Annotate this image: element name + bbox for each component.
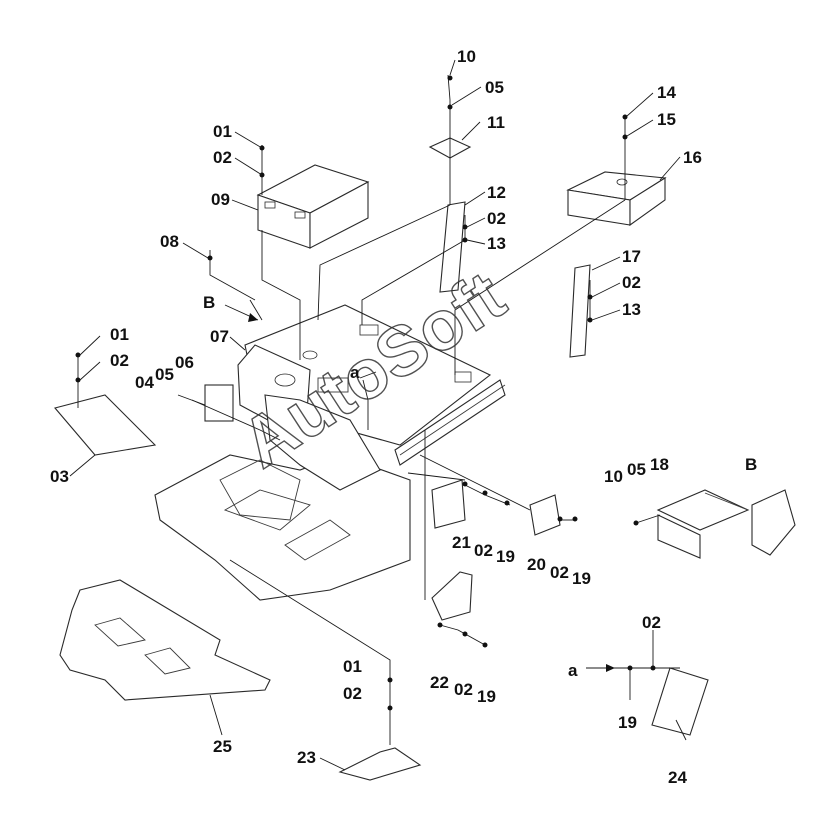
plate-03 [54,394,157,456]
callout-c46: 23 [297,748,316,767]
post-17 [569,264,591,358]
callout-c32: 19 [496,547,515,566]
callout-c27: 10 [604,467,623,486]
callout-c5: 15 [657,110,676,129]
panel-21 [431,479,466,529]
callout-c30: 21 [452,533,471,552]
callout-c25: 03 [50,467,69,486]
plate-25-cutout [94,617,146,647]
callout-c20: 02 [110,351,129,370]
panel-24 [651,667,709,736]
callout-c11: 02 [487,209,506,228]
label-hooks [69,59,687,771]
callout-c45: 25 [213,737,232,756]
floor-cutout [223,489,311,531]
callout-c37: a [568,661,578,680]
plate-25-cutout-2 [144,647,191,675]
deck-mount-pad-2 [454,371,472,383]
tank-16 [566,171,667,227]
callout-c4: 14 [657,83,676,102]
callout-c22: 05 [155,365,174,384]
panel-20 [529,494,561,536]
deck-mount-pad-1 [359,324,379,336]
detail-b [656,489,796,559]
callout-c26: B [745,455,757,474]
panel-22 [431,571,473,621]
callout-c35: 19 [572,569,591,588]
callout-c18: 07 [210,327,229,346]
callout-c8: 02 [213,148,232,167]
callout-c3: 11 [487,113,505,132]
floor-cutout-2 [284,519,351,561]
callout-c12: 13 [487,234,506,253]
callout-c23: 06 [175,353,194,372]
deck-slot [317,377,349,393]
bottom-plate-25 [59,579,271,701]
box-09 [256,164,370,249]
side-beam [394,379,506,466]
view-arrows [224,304,615,672]
callout-c16: 13 [622,300,641,319]
callout-c31: 02 [474,541,493,560]
callout-c38: 19 [618,713,637,732]
callout-c44: 19 [477,687,496,706]
callout-c1: 10 [457,47,476,66]
callout-c19: 01 [110,325,129,344]
callout-c40: 01 [343,657,362,676]
callout-c15: 02 [622,273,641,292]
leader-lines [77,74,680,745]
callout-c17: B [203,293,215,312]
small-plate-06 [204,384,234,422]
callout-c42: 22 [430,673,449,692]
bracket-23 [338,747,422,781]
callout-c21: 04 [135,373,154,392]
beam-edge [399,384,506,456]
deck-hole-2 [302,350,318,360]
callout-c6: 16 [683,148,702,167]
callout-c2: 05 [485,78,504,97]
callout-c24: a [350,363,360,382]
callout-c41: 02 [343,684,362,703]
callout-c29: 18 [650,455,669,474]
callout-c36: 02 [642,613,661,632]
callout-c39: 24 [668,768,687,787]
callout-c43: 02 [454,680,473,699]
callout-c33: 20 [527,555,546,574]
front-panel-window [219,459,301,521]
callout-c28: 05 [627,460,646,479]
front-panel [264,394,381,491]
callout-c34: 02 [550,563,569,582]
callout-labels: 10 05 11 14 15 16 01 02 09 12 02 13 08 1… [50,47,757,787]
deck-hole-1 [274,373,296,387]
callout-c7: 01 [213,122,232,141]
callout-c14: 17 [622,247,641,266]
callout-c10: 12 [487,183,506,202]
callout-c13: 08 [160,232,179,251]
fastener-dots [75,75,656,711]
callout-c9: 09 [211,190,230,209]
